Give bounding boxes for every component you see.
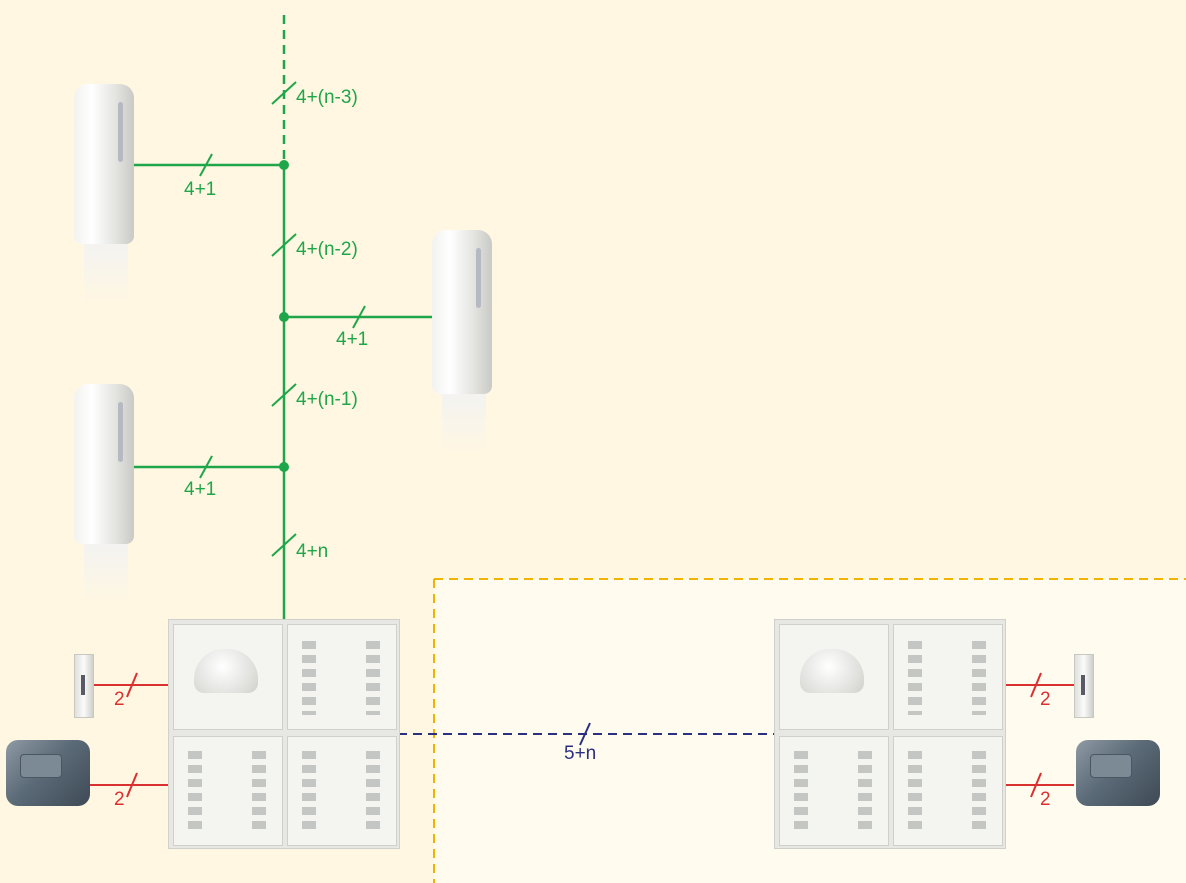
wire-count-tick bbox=[271, 233, 297, 257]
wire-count-tick bbox=[126, 772, 138, 798]
panel-link-label: 5+n bbox=[564, 743, 597, 764]
door-entry-panel-icon bbox=[774, 619, 1006, 849]
riser-label: 4+(n-1) bbox=[296, 389, 358, 410]
intercom-handset-icon bbox=[74, 384, 134, 606]
door-entry-panel-icon bbox=[168, 619, 400, 849]
riser-label: 4+(n-2) bbox=[296, 239, 358, 260]
riser-label: 4+n bbox=[296, 541, 329, 562]
wire-count-tick bbox=[1030, 772, 1042, 798]
wire-count-tick bbox=[126, 672, 138, 698]
lock-wire-label: 2 bbox=[1040, 689, 1051, 710]
wire-count-tick bbox=[271, 81, 297, 105]
electric-lock-icon bbox=[6, 740, 90, 806]
wire-count-tick bbox=[199, 455, 213, 479]
intercom-handset-icon bbox=[432, 230, 492, 456]
zone-border bbox=[433, 578, 1186, 883]
wire-count-tick bbox=[199, 153, 213, 177]
intercom-handset-icon bbox=[74, 84, 134, 306]
handset-wire-label: 4+1 bbox=[184, 479, 217, 500]
riser-label: 4+(n-3) bbox=[296, 87, 358, 108]
door-release-button-icon bbox=[74, 654, 94, 718]
junction-dot bbox=[279, 462, 289, 472]
handset-wire-label: 4+1 bbox=[184, 179, 217, 200]
electric-lock-icon bbox=[1076, 740, 1160, 806]
junction-dot bbox=[279, 312, 289, 322]
wire-count-tick bbox=[352, 305, 366, 329]
handset-wire-label: 4+1 bbox=[336, 329, 369, 350]
lock-wire-label: 2 bbox=[114, 789, 125, 810]
door-release-button-icon bbox=[1074, 654, 1094, 718]
wire-count-tick bbox=[271, 533, 297, 557]
wire-count-tick bbox=[1030, 672, 1042, 698]
junction-dot bbox=[279, 160, 289, 170]
lock-wire-label: 2 bbox=[114, 689, 125, 710]
lock-wire-label: 2 bbox=[1040, 789, 1051, 810]
wire-count-tick bbox=[579, 722, 591, 746]
wire-count-tick bbox=[271, 383, 297, 407]
